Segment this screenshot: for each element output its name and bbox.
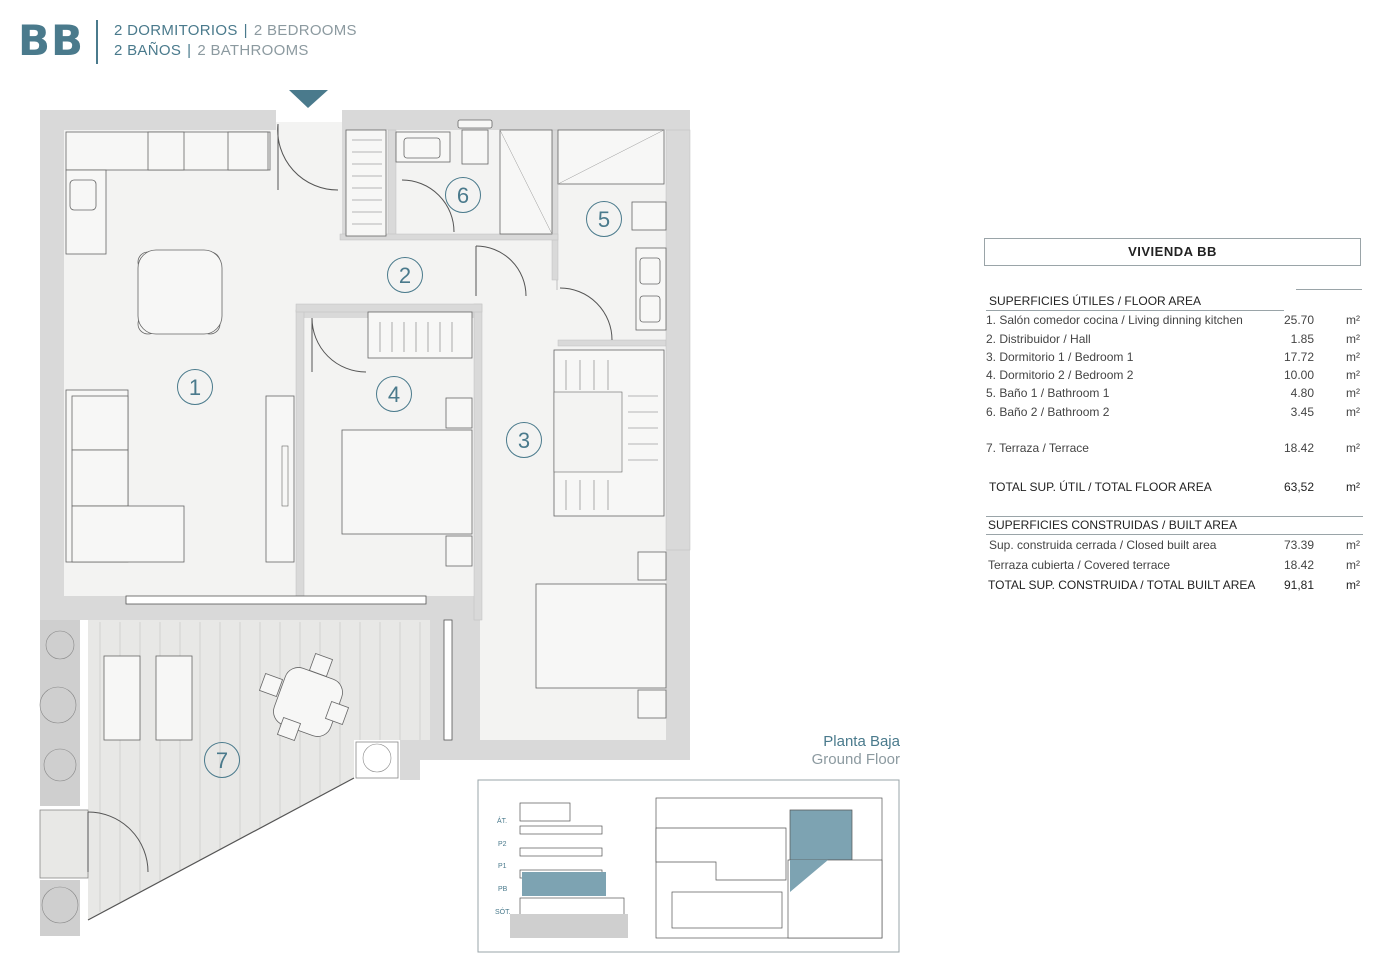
keymap-level-p1: P1: [498, 863, 507, 870]
header-divider: [96, 20, 98, 64]
floor-label-en: Ground Floor: [811, 751, 900, 768]
total-floor-area-row: TOTAL SUP. ÚTIL / TOTAL FLOOR AREA 63,52…: [989, 480, 1360, 494]
keymap-level-attic: ÁT.: [497, 818, 508, 825]
room-number-5: 5: [586, 201, 622, 237]
unit-title: VIVIENDA BB: [984, 238, 1361, 266]
keymap-selected-floor: [522, 872, 606, 896]
entry-floor: [276, 122, 342, 240]
floor-area-rule: [986, 310, 1284, 311]
floor-label-es: Planta Baja: [823, 733, 900, 750]
bathrooms-es: 2 BAÑOS: [114, 42, 182, 59]
bedrooms-en: 2 BEDROOMS: [253, 22, 357, 39]
planter-left: [40, 620, 80, 806]
room-number-4: 4: [376, 376, 412, 412]
bathrooms-line: 2 BAÑOS|2 BATHROOMS: [114, 42, 309, 59]
room-number-1: 1: [177, 369, 213, 405]
entrance-marker-icon: [289, 90, 328, 108]
floor-area-heading: SUPERFICIES ÚTILES / FLOOR AREA: [989, 294, 1202, 308]
keymap-level-basement: SÓT.: [495, 909, 511, 916]
bedrooms-es: 2 DORMITORIOS: [114, 22, 238, 39]
floor-row: 3. Dormitorio 1 / Bedroom 1 17.72 m²: [986, 350, 1360, 364]
floor-row: 4. Dormitorio 2 / Bedroom 2 10.00 m²: [986, 368, 1360, 382]
floor-row: 1. Salón comedor cocina / Living dinning…: [986, 313, 1360, 327]
room-number-2: 2: [387, 257, 423, 293]
unit-summary: 2 DORMITORIOS|2 BEDROOMS 2 BAÑOS|2 BATHR…: [114, 21, 357, 61]
built-area-heading: SUPERFICIES CONSTRUIDAS / BUILT AREA: [988, 518, 1237, 532]
built-row: Terraza cubierta / Covered terrace 18.42…: [988, 558, 1360, 572]
built-area-top-rule: [986, 516, 1363, 517]
floor-row: 5. Baño 1 / Bathroom 1 4.80 m²: [986, 386, 1360, 400]
bedrooms-line: 2 DORMITORIOS|2 BEDROOMS: [114, 22, 357, 39]
keymap-level-p2: P2: [498, 841, 507, 848]
room-number-3: 3: [506, 422, 542, 458]
terrace-row: 7. Terraza / Terrace 18.42 m²: [986, 441, 1360, 455]
keymap-level-pb: PB: [498, 886, 508, 893]
planter-right: [355, 741, 399, 779]
room-number-6: 6: [445, 177, 481, 213]
built-row: Sup. construida cerrada / Closed built a…: [989, 538, 1360, 552]
floor-row: 2. Distribuidor / Hall 1.85 m²: [986, 332, 1360, 346]
built-area-rule: [986, 534, 1363, 535]
planter-left-bottom: [40, 880, 80, 936]
unit-code: BB: [18, 16, 85, 65]
room-number-7: 7: [204, 742, 240, 778]
floor-row: 6. Baño 2 / Bathroom 2 3.45 m²: [986, 405, 1360, 419]
total-built-area-row: TOTAL SUP. CONSTRUIDA / TOTAL BUILT AREA…: [988, 578, 1360, 592]
keymap-selected-terrace: [790, 860, 828, 892]
bathrooms-en: 2 BATHROOMS: [197, 42, 309, 59]
floor-label: Planta Baja Ground Floor: [812, 733, 900, 769]
